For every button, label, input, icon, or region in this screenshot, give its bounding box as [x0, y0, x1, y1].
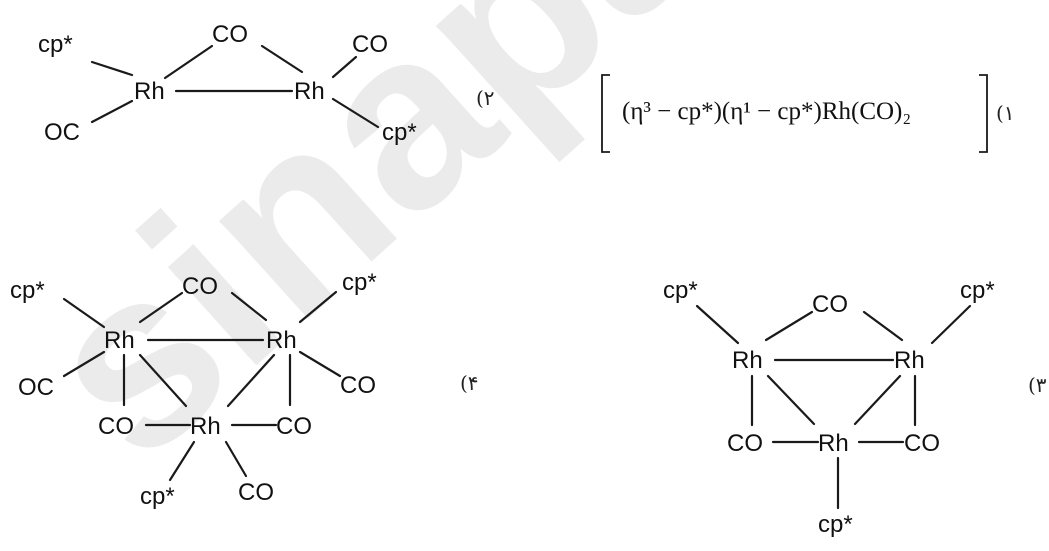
bond-rh-mid-cp	[168, 440, 196, 482]
label-rh-b: Rh	[294, 78, 325, 105]
option-1: (η³ − cp*)(η¹ − cp*)Rh(CO)₂ (۱	[601, 74, 1015, 153]
bond-rh-left-rh-mid	[138, 353, 188, 408]
label-cp-bottom: cp*	[818, 511, 853, 538]
bond-rh-co-top-left	[138, 291, 184, 324]
label-rh-right: Rh	[894, 347, 925, 374]
bond-co-top-rh-right	[230, 291, 268, 322]
label-co-top: CO	[182, 273, 218, 300]
label-rh-left: Rh	[732, 347, 763, 374]
label-rh-right: Rh	[266, 327, 297, 354]
option-3: cp* CO cp* Rh Rh CO Rh CO cp* (۳	[663, 277, 1047, 538]
label-cp-left: cp*	[10, 277, 45, 304]
label-co-bridge: CO	[212, 21, 248, 48]
label-co-top: CO	[812, 291, 848, 318]
label-cp-right: cp*	[960, 277, 995, 304]
right-bracket	[979, 74, 988, 153]
label-cp-b: cp*	[382, 119, 417, 146]
formula-option-1: (η³ − cp*)(η¹ − cp*)Rh(CO)₂	[622, 98, 911, 125]
label-co-bottom: CO	[238, 479, 274, 506]
bond-rh-co-bridge	[163, 44, 214, 80]
bond-rh-mid-co	[224, 440, 248, 478]
bond-cp-rh	[90, 60, 134, 77]
option-number-4: (۴	[460, 371, 479, 395]
label-co-right: CO	[904, 430, 940, 457]
option-number-1: (۱	[996, 101, 1015, 125]
bond-rh-right-rh-mid	[226, 353, 276, 408]
bond-oc-rh-left	[62, 350, 106, 378]
bond-rh-cp-right	[298, 290, 338, 324]
option-4: cp* CO cp* Rh Rh OC CO CO Rh CO cp* CO (…	[10, 269, 479, 510]
label-rh-mid: Rh	[190, 413, 221, 440]
label-co-right: CO	[340, 372, 376, 399]
label-rh-a: Rh	[134, 78, 165, 105]
bond-oc-rh	[90, 99, 134, 124]
label-co-bottom-right: CO	[276, 413, 312, 440]
bond-cp-rh-left	[62, 297, 106, 329]
bond-co-bridge-rh	[260, 44, 304, 74]
option-number-2: (۲	[476, 86, 495, 110]
bond-rh-left-rh-mid	[766, 374, 816, 426]
bond-rh-co	[331, 55, 358, 79]
bond-rh-right-rh-mid	[853, 374, 902, 426]
label-cp-bottom: cp*	[140, 483, 175, 510]
bond-rh-right-co-right	[298, 350, 342, 378]
label-oc-a: OC	[44, 119, 80, 146]
label-cp-a: cp*	[38, 31, 73, 58]
label-rh-left: Rh	[104, 327, 135, 354]
label-co-b: CO	[352, 31, 388, 58]
bond-rh-cp-right	[930, 304, 972, 345]
option-number-3: (۳	[1028, 373, 1047, 397]
bond-rh-cp	[331, 97, 380, 129]
bond-rh-co-top-left	[764, 310, 814, 342]
option-2: cp* CO CO Rh Rh OC cp* (۲	[38, 21, 495, 146]
label-oc-left: OC	[18, 374, 54, 401]
label-co-bottom-left: CO	[98, 413, 134, 440]
label-cp-right: cp*	[342, 269, 377, 296]
bond-co-top-rh-right	[862, 310, 904, 342]
label-cp-left: cp*	[663, 277, 698, 304]
label-co-left: CO	[727, 430, 763, 457]
left-bracket	[601, 74, 610, 153]
bond-cp-rh-left	[695, 304, 740, 345]
label-rh-mid: Rh	[818, 430, 849, 457]
